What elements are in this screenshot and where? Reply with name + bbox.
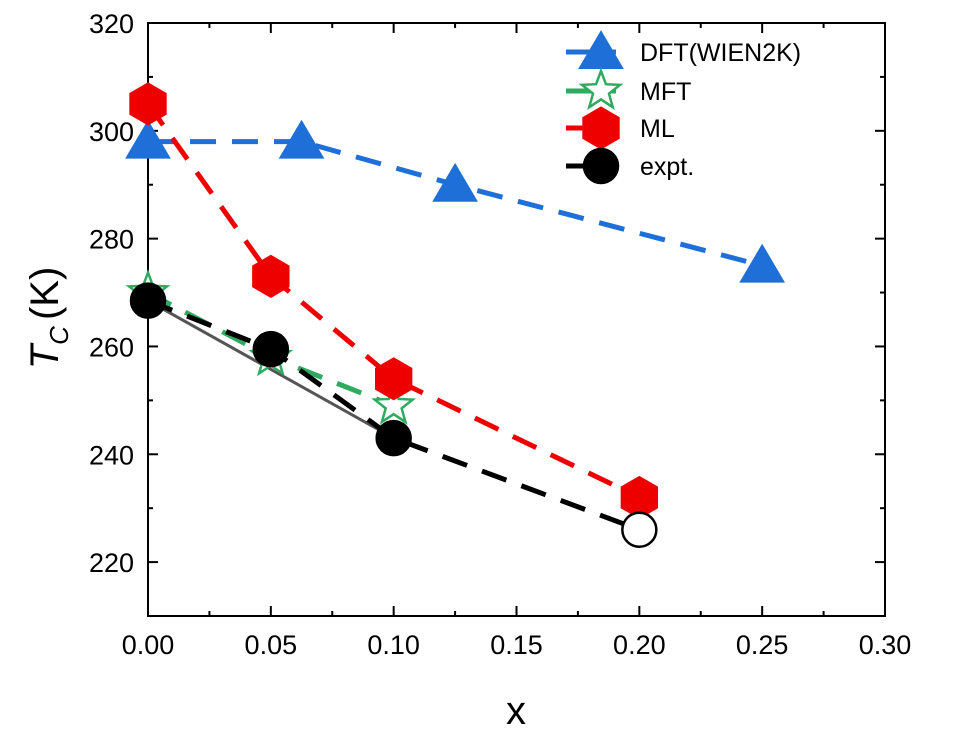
x-tick-label: 0.30 xyxy=(859,630,912,660)
plot-frame xyxy=(147,22,886,617)
marker-dft-wien2k xyxy=(432,162,478,202)
legend-marker-mft xyxy=(578,67,624,111)
marker-expt xyxy=(375,419,412,457)
legend-label-mft: MFT xyxy=(640,78,691,106)
y-tick-label: 320 xyxy=(89,9,134,39)
x-tick-label: 0.00 xyxy=(122,630,175,660)
marker-mft xyxy=(371,382,417,425)
marker-ml xyxy=(252,254,290,298)
x-tick-label: 0.10 xyxy=(367,630,420,660)
series-line-dft-wien2k xyxy=(148,139,763,269)
x-tick-label: 0.20 xyxy=(613,630,666,660)
x-tick-label: 0.25 xyxy=(736,630,789,660)
legend-label-ml: ML xyxy=(640,115,675,143)
y-tick-label: 220 xyxy=(89,548,134,578)
x-tick-label: 0.15 xyxy=(490,630,543,660)
axis-labels: x TC (K) xyxy=(23,267,526,733)
y-axis-title-unit: (K) xyxy=(23,267,67,320)
legend-label-expt: expt. xyxy=(640,153,694,181)
marker-dft-wien2k xyxy=(739,243,786,283)
marker-expt xyxy=(621,511,658,548)
marker-dft-wien2k xyxy=(278,119,325,159)
legend-marker-ml xyxy=(582,106,620,150)
legend: DFT(WIEN2K) MFT ML expt. xyxy=(566,30,801,185)
marker-dft-wien2k xyxy=(125,119,171,159)
series-markers xyxy=(125,82,786,548)
legend-marker-expt xyxy=(582,147,620,185)
fit-line xyxy=(147,299,395,440)
y-tick-label: 300 xyxy=(89,117,134,147)
y-axis-title-subscript: C xyxy=(44,326,74,345)
marker-expt xyxy=(129,282,167,319)
y-tick-label: 280 xyxy=(89,225,134,255)
legend-label-dft-wien2k: DFT(WIEN2K) xyxy=(640,39,801,67)
marker-ml xyxy=(374,357,413,401)
x-axis-title: x xyxy=(506,689,526,733)
series-line-ml xyxy=(145,102,641,500)
axes: 0.00 0.05 0.10 0.15 0.20 0.25 0.30 220 240 260 280… xyxy=(89,9,911,660)
y-tick-label: 240 xyxy=(89,440,134,470)
marker-ml xyxy=(129,82,167,126)
y-tick-label: 260 xyxy=(89,332,134,362)
y-axis-title-symbol: T xyxy=(23,342,67,369)
marker-expt xyxy=(252,330,290,368)
series-line-expt xyxy=(147,298,641,533)
y-axis-title: TC (K) xyxy=(23,267,74,370)
x-tick-label: 0.05 xyxy=(245,630,298,660)
